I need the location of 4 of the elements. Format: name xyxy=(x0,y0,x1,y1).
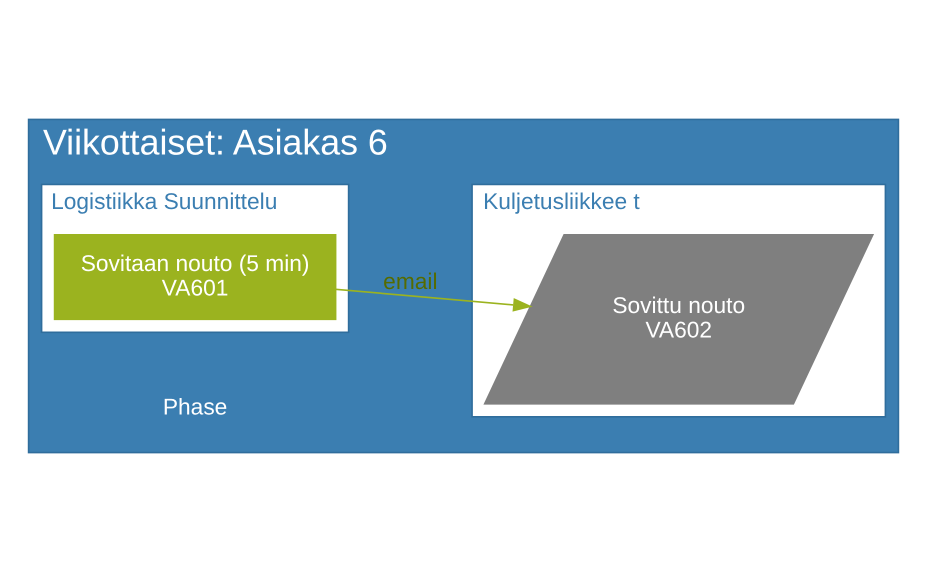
arrow xyxy=(336,288,533,312)
node-box: Sovitaan nouto (5 min) VA601 xyxy=(54,234,336,320)
edge-label: email xyxy=(383,268,438,294)
node-text: Phase xyxy=(162,394,228,420)
